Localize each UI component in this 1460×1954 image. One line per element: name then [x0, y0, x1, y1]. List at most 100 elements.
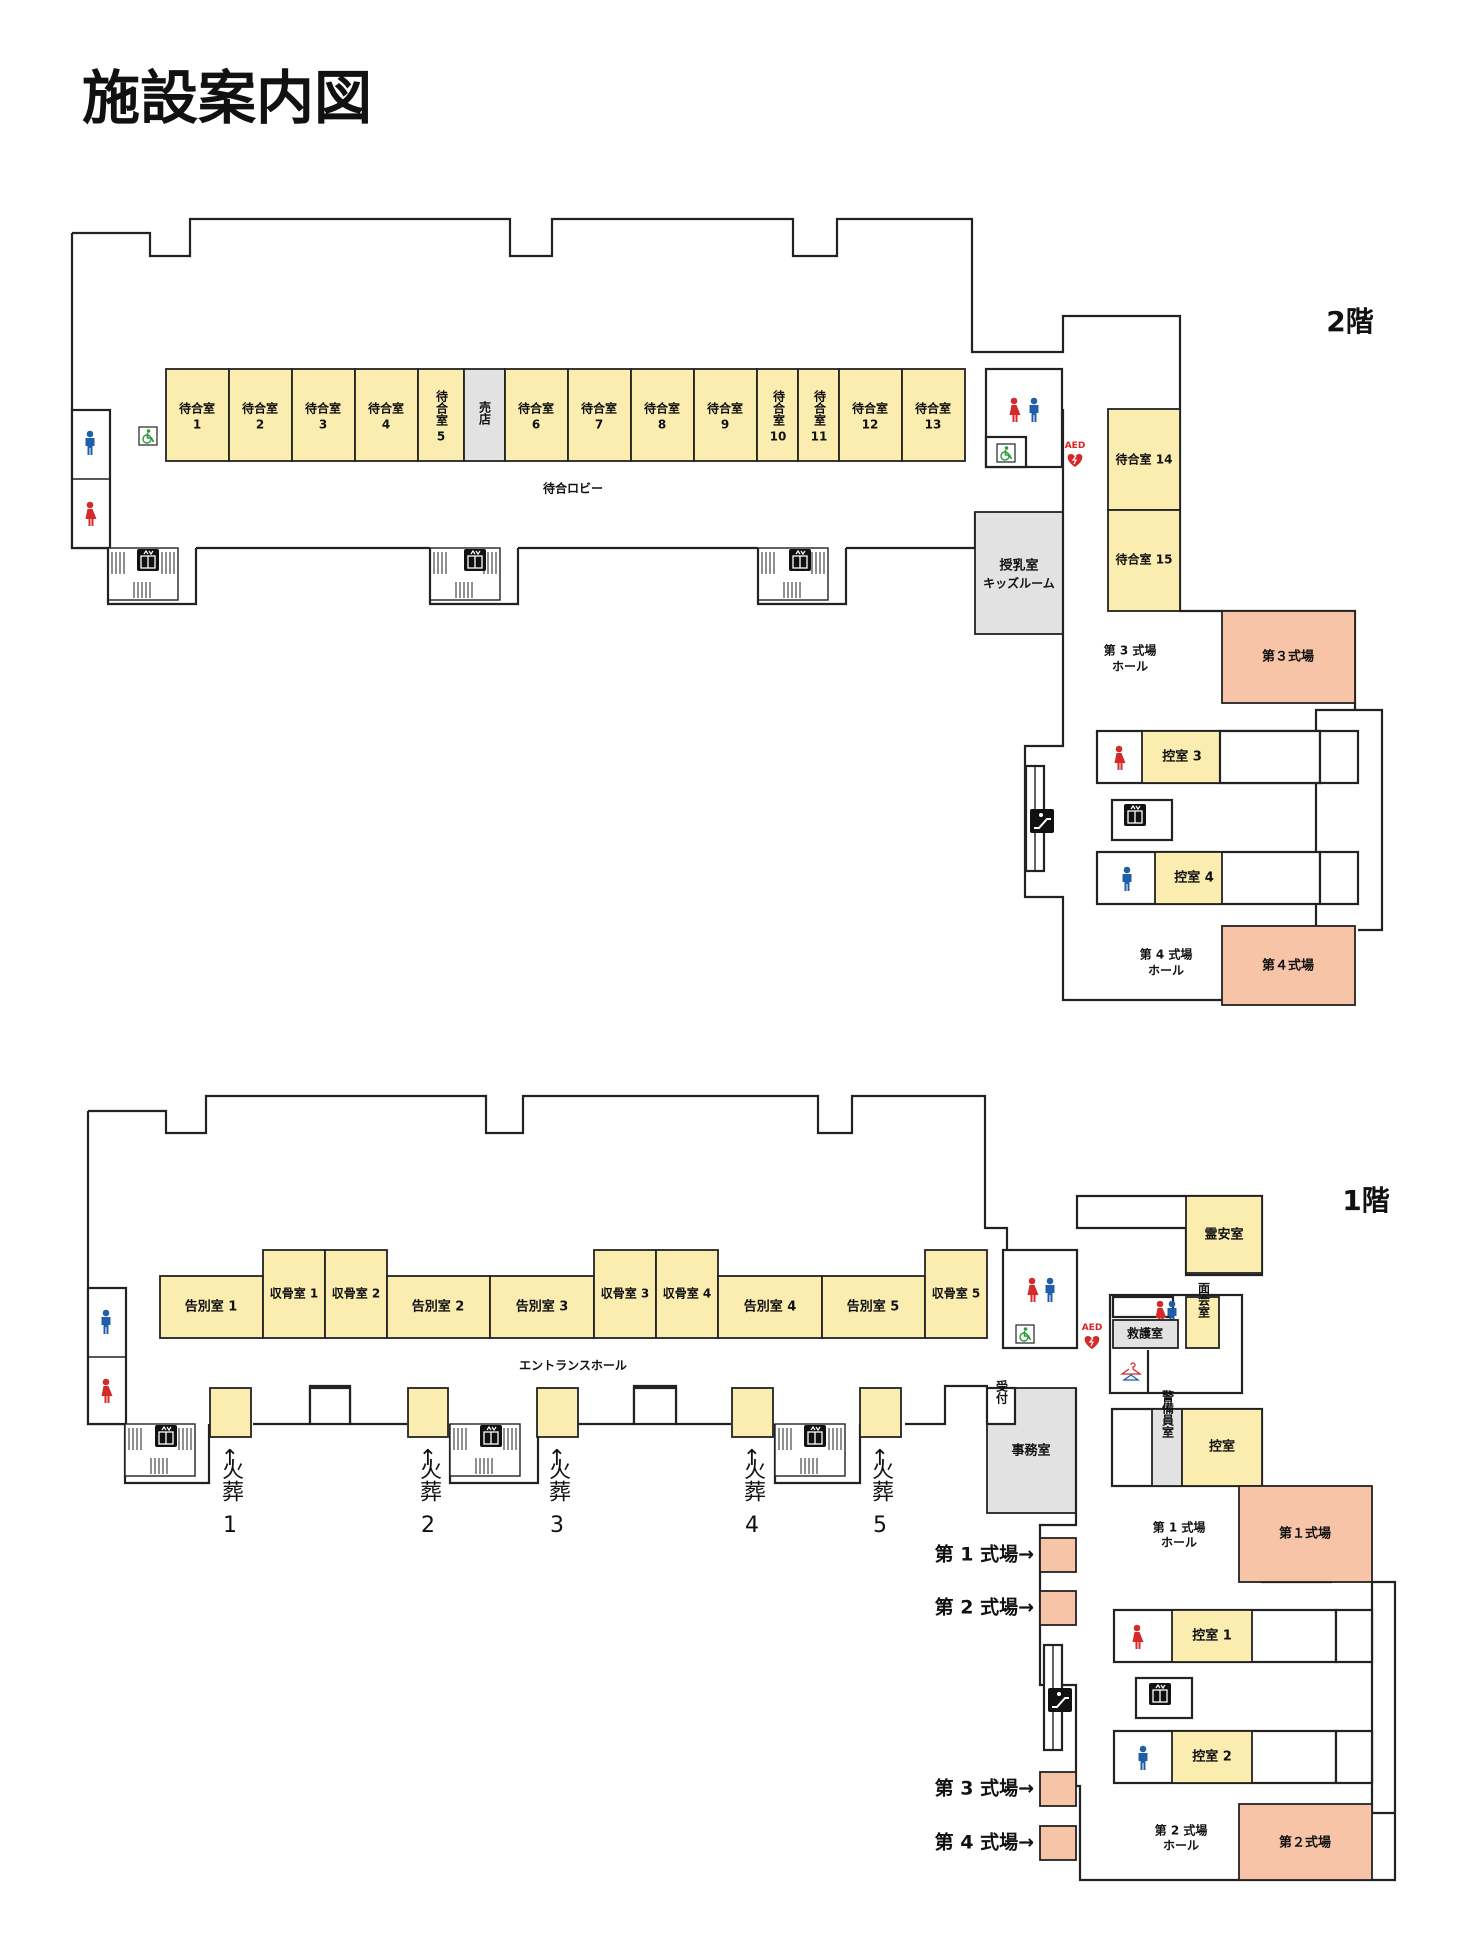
cremation-3-label: 火葬 [545, 1458, 571, 1502]
waiting-room-9-label: 待合室 [707, 401, 743, 416]
waiting-room-13[interactable] [901, 368, 966, 462]
hall-3-link[interactable] [1039, 1771, 1077, 1807]
anteroom-4[interactable] [1154, 851, 1223, 905]
anteroom-label: 控室 [1209, 1439, 1235, 1455]
farewell-room-5[interactable] [821, 1275, 926, 1339]
bone-room-1[interactable] [262, 1249, 326, 1339]
hall-3[interactable] [1221, 610, 1356, 704]
cremation-furnace-3[interactable] [536, 1387, 579, 1438]
waiting-room-11-number: 11 [811, 430, 828, 444]
bone-room-4[interactable] [655, 1249, 719, 1339]
cremation-furnace-2[interactable] [407, 1387, 449, 1438]
hall-1-link-label: 第 1 式場→ [935, 1543, 1034, 1566]
elevator-icon [1123, 803, 1147, 827]
hall-4-foyer-title: 第 4 式場 [1140, 947, 1193, 962]
waiting-room-3-number: 3 [319, 418, 327, 432]
bone-room-3[interactable] [593, 1249, 657, 1339]
hall-4-foyer-label: ホール [1148, 964, 1184, 978]
cremation-1-number: 1 [223, 1513, 237, 1538]
shop[interactable] [463, 368, 506, 462]
hall-4-link-label: 第 4 式場→ [935, 1831, 1034, 1854]
first-aid-label: 救護室 [1127, 1326, 1163, 1341]
cremation-furnace-5[interactable] [859, 1387, 902, 1438]
farewell-room-3[interactable] [489, 1275, 595, 1339]
waiting-room-6-number: 6 [532, 418, 540, 432]
cremation-furnace-1[interactable] [209, 1387, 252, 1438]
elevator-icon [479, 1424, 503, 1448]
cremation-5-label: 火葬 [868, 1458, 894, 1502]
hall-2-label: 第２式場 [1279, 1835, 1331, 1851]
bone-room-5-label: 収骨室 5 [932, 1286, 981, 1301]
waiting-room-6[interactable] [504, 368, 569, 462]
shop-label: 売店 [478, 400, 492, 426]
waiting-room-9-number: 9 [721, 418, 729, 432]
waiting-room-15-label: 待合室 15 [1116, 552, 1173, 567]
hall-2-foyer-label: ホール [1163, 1839, 1199, 1853]
farewell-room-4[interactable] [717, 1275, 823, 1339]
cremation-3-arrow: ↑ [548, 1446, 566, 1471]
hall-2-foyer-title: 第 2 式場 [1155, 1823, 1208, 1838]
waiting-room-8[interactable] [630, 368, 695, 462]
hall-2-link[interactable] [1039, 1590, 1077, 1626]
waiting-room-5-label: 待合室 [435, 389, 449, 427]
first-aid-room[interactable] [1112, 1319, 1179, 1349]
kids-room-label: キッズルーム [983, 576, 1055, 591]
cremation-1-arrow: ↑ [221, 1446, 239, 1471]
bone-room-2[interactable] [324, 1249, 388, 1339]
hall-1-foyer-title: 第 1 式場 [1153, 1520, 1206, 1535]
waiting-room-8-label: 待合室 [644, 401, 680, 416]
waiting-room-10-number: 10 [770, 430, 787, 444]
waiting-room-7[interactable] [567, 368, 632, 462]
nursing-room[interactable] [974, 511, 1064, 635]
hall-2[interactable] [1238, 1803, 1373, 1881]
anteroom[interactable] [1181, 1408, 1263, 1487]
hall-4[interactable] [1221, 925, 1356, 1006]
bone-room-4-label: 収骨室 4 [663, 1286, 712, 1301]
hall-1[interactable] [1238, 1485, 1373, 1583]
cremation-furnace-4[interactable] [731, 1387, 774, 1438]
waiting-room-10[interactable] [756, 368, 799, 462]
waiting-room-2[interactable] [228, 368, 293, 462]
cremation-2-number: 2 [421, 1513, 435, 1538]
anteroom-2[interactable] [1171, 1730, 1253, 1784]
anteroom-3-label: 控室 3 [1162, 749, 1202, 765]
anteroom-1[interactable] [1171, 1609, 1253, 1663]
cremation-2-label: 火葬 [416, 1458, 442, 1502]
mortuary[interactable] [1185, 1195, 1263, 1274]
waiting-room-1[interactable] [165, 368, 230, 462]
cremation-1-label: 火葬 [218, 1458, 244, 1502]
farewell-room-5-label: 告別室 5 [847, 1299, 900, 1315]
elevator-icon [788, 548, 812, 572]
elevator-icon [1148, 1682, 1172, 1706]
cremation-4-label: 火葬 [740, 1458, 766, 1502]
waiting-room-12[interactable] [838, 368, 903, 462]
office-label: 事務室 [1011, 1443, 1050, 1459]
bone-room-5[interactable] [924, 1249, 988, 1339]
waiting-room-3-label: 待合室 [305, 401, 341, 416]
cremation-2-arrow: ↑ [419, 1446, 437, 1471]
escalator-icon [1047, 1687, 1073, 1713]
waiting-room-5-number: 5 [437, 430, 445, 444]
meeting-room-label: 面会室 [1197, 1282, 1211, 1319]
hall-2-link-label: 第 2 式場→ [935, 1596, 1034, 1619]
hall-1-link[interactable] [1039, 1537, 1077, 1573]
hall-4-link[interactable] [1039, 1825, 1077, 1861]
reception-label: 受付 [995, 1379, 1009, 1405]
waiting-room-13-number: 13 [925, 418, 942, 432]
anteroom-3[interactable] [1141, 730, 1223, 784]
waiting-room-3[interactable] [291, 368, 356, 462]
aed-icon [1084, 1335, 1100, 1350]
floor-1-plan: 告別室 1 収骨室 1 収骨室 2 告別室 2 告別室 3 収骨室 3 収骨室 … [86, 1094, 1397, 1882]
page-title: 施設案内図 [82, 64, 372, 132]
hall-1-foyer-label: ホール [1161, 1536, 1197, 1550]
waiting-room-8-number: 8 [658, 418, 666, 432]
waiting-room-5[interactable] [417, 368, 465, 462]
farewell-rooms-row: 告別室 1 収骨室 1 収骨室 2 告別室 2 告別室 3 収骨室 3 収骨室 … [159, 1249, 988, 1339]
waiting-room-9[interactable] [693, 368, 758, 462]
farewell-room-1[interactable] [159, 1275, 264, 1339]
waiting-room-7-label: 待合室 [581, 401, 617, 416]
waiting-room-15[interactable] [1107, 509, 1181, 612]
waiting-room-7-number: 7 [595, 418, 603, 432]
meeting-room[interactable] [1185, 1296, 1220, 1349]
